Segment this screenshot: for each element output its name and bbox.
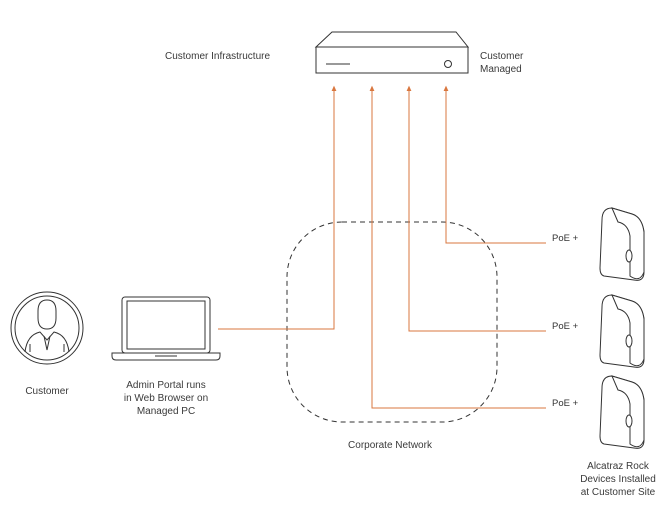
server-icon <box>314 31 470 74</box>
device-link-top <box>443 85 546 244</box>
corporate-network-label: Corporate Network <box>348 440 432 451</box>
laptop-icon <box>111 296 221 361</box>
customer-avatar-icon <box>10 291 84 365</box>
devices-line1: Alcatraz Rock <box>587 461 649 472</box>
device-icon-top <box>599 207 645 281</box>
admin-portal-line3: Managed PC <box>136 406 196 417</box>
poe-label-top: PoE + <box>552 233 579 244</box>
device-link-middle <box>406 85 546 332</box>
admin-portal-label: Admin Portal runs in Web Browser on Mana… <box>106 379 226 418</box>
poe-label-bottom: PoE + <box>552 398 579 409</box>
customer-infrastructure-label: Customer Infrastructure <box>165 51 271 62</box>
laptop-link <box>218 85 337 330</box>
customer-label: Customer <box>25 386 69 397</box>
device-icon-middle <box>599 294 645 368</box>
admin-portal-line1: Admin Portal runs <box>126 380 206 391</box>
customer-managed-label: Customer Managed <box>480 50 523 76</box>
corporate-network-boundary <box>286 221 498 423</box>
customer-managed-line1: Customer <box>480 51 524 62</box>
connection-lines <box>218 85 546 409</box>
poe-label-middle: PoE + <box>552 321 579 332</box>
device-link-bottom <box>369 85 546 409</box>
admin-portal-line2: in Web Browser on <box>123 393 209 404</box>
devices-line3: at Customer Site <box>580 487 656 498</box>
devices-label: Alcatraz Rock Devices Installed at Custo… <box>572 460 664 499</box>
customer-managed-line2: Managed <box>480 64 522 75</box>
devices-line2: Devices Installed <box>580 474 656 485</box>
device-icon-bottom <box>599 375 645 449</box>
